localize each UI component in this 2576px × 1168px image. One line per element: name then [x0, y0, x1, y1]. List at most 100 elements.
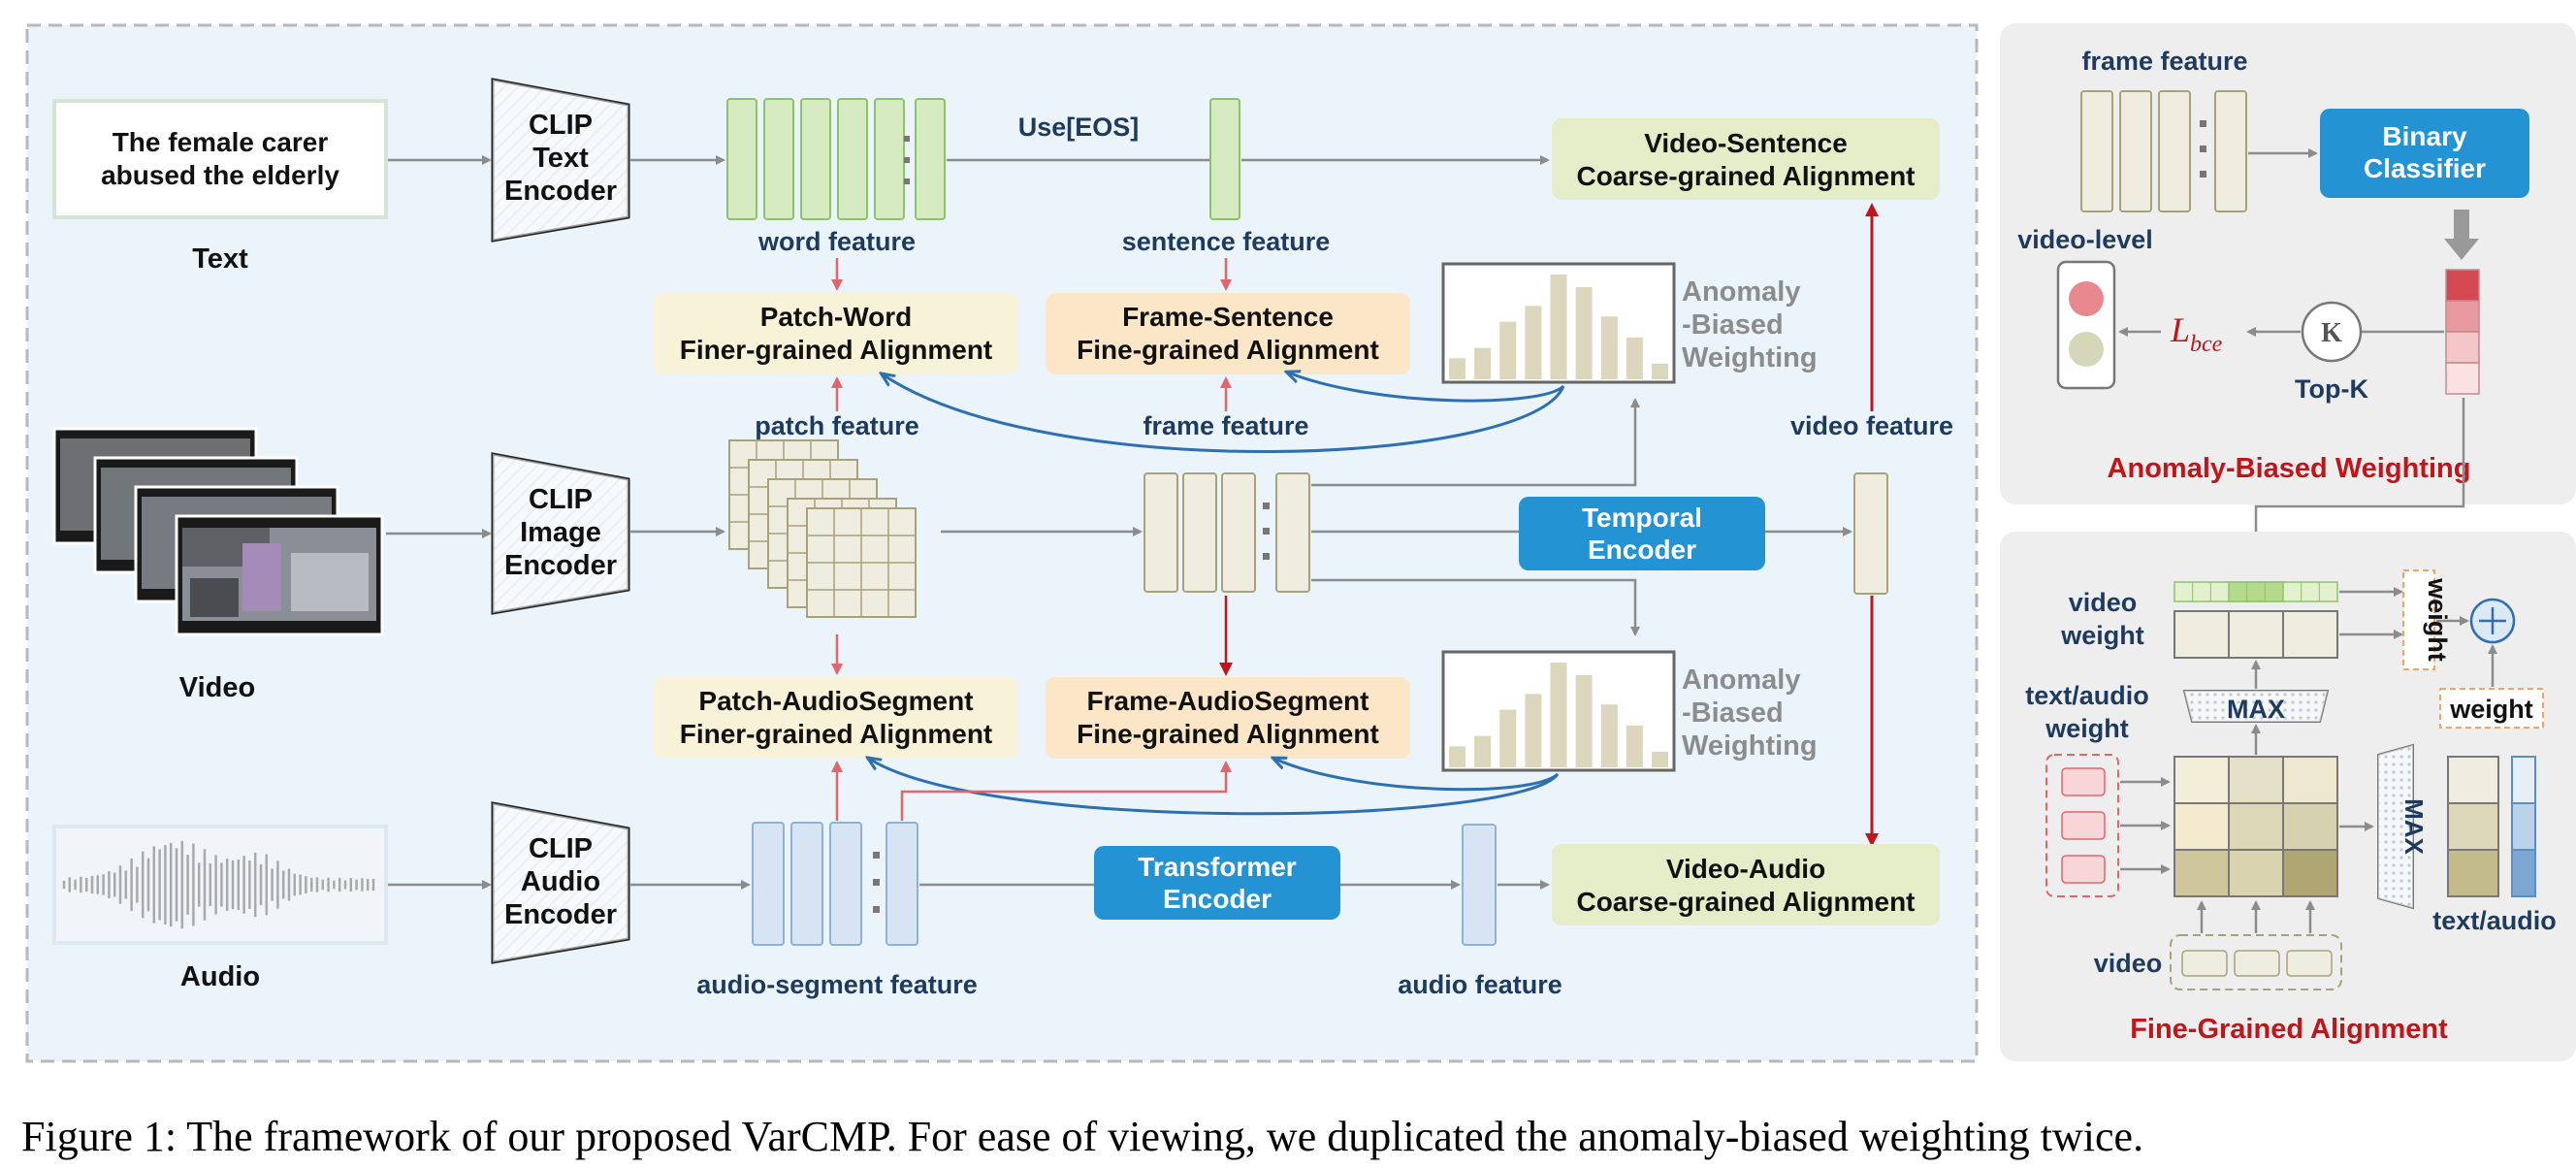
patch-audiosegment-alignment-box — [654, 677, 1018, 759]
pw-align-l2: Finer-grained Alignment — [680, 335, 993, 365]
video-input-group — [2170, 934, 2342, 990]
vs-align-l2: Coarse-grained Alignment — [1576, 161, 1915, 191]
fs-align-l2: Fine-grained Alignment — [1077, 335, 1379, 365]
anomaly-top-l1: Anomaly — [1682, 276, 1800, 308]
anomaly-histogram-bottom — [1441, 650, 1676, 772]
frame-sentence-alignment-box — [1046, 293, 1410, 374]
weight-arrow-top-to-pw — [883, 374, 1565, 454]
fa-align-l1: Frame-AudioSegment — [1087, 686, 1369, 716]
indicator-olive-dot — [2069, 332, 2104, 367]
audio-feature-label: audio feature — [1398, 970, 1562, 999]
anomaly-bottom-l1: Anomaly — [1682, 665, 1800, 696]
anomaly-bottom-l2: -Biased — [1682, 698, 1784, 729]
weight-box — [2439, 688, 2544, 729]
video-label: Video — [179, 672, 255, 703]
video-weight-row — [2174, 610, 2338, 659]
text-audio-token-3 — [2061, 855, 2106, 884]
text-label: Text — [192, 243, 248, 275]
indicator-red-dot — [2069, 281, 2104, 316]
video-token-2 — [2234, 950, 2280, 977]
anomaly-weighting-title: Anomaly-Biased Weighting — [2108, 453, 2471, 484]
temporal-encoder-box — [1519, 497, 1765, 570]
text-audio-token-1 — [2061, 767, 2106, 796]
clip-audio-encoder: CLIP Audio Encoder — [491, 801, 630, 964]
loss-subscript: bce — [2190, 332, 2223, 357]
transformer-encoder-box — [1094, 846, 1340, 920]
audio-segment-feature-label: audio-segment feature — [696, 970, 978, 999]
anomaly-top-l2: -Biased — [1682, 309, 1784, 341]
anomaly-bottom-l3: Weighting — [1682, 730, 1818, 762]
pw-align-l1: Patch-Word — [760, 302, 913, 332]
down-arrow-icon — [2444, 210, 2479, 260]
word-feature-label: word feature — [757, 227, 916, 256]
pa-align-l1: Patch-AudioSegment — [698, 686, 973, 716]
score-column — [2445, 269, 2480, 395]
video-weight-l2: weight — [2060, 621, 2144, 650]
text-input-box — [52, 99, 388, 219]
histogram-bar — [1525, 694, 1542, 767]
audio-segment-feature-bars — [752, 822, 918, 946]
binary-classifier-box — [2320, 109, 2529, 198]
weight-rotated-box — [2402, 569, 2435, 670]
anomaly-histogram-top — [1441, 262, 1676, 384]
topk-label: Top-K — [2295, 374, 2368, 404]
text-audio-output-label: text/audio — [2432, 906, 2557, 935]
clip-audio-l3: Encoder — [504, 899, 617, 930]
max-top-label: MAX — [2227, 695, 2285, 724]
video-sentence-alignment-box — [1552, 118, 1940, 200]
video-frames — [52, 427, 384, 636]
patch-feature-grids — [728, 439, 917, 618]
fs-align-l1: Frame-Sentence — [1122, 302, 1334, 332]
similarity-matrix — [2174, 756, 2338, 897]
frame-feature-bars — [1143, 472, 1310, 593]
pa-align-l2: Finer-grained Alignment — [680, 719, 993, 749]
text-audio-weight-l2: weight — [2045, 714, 2129, 743]
weight-arrow-bottom-to-pa — [869, 759, 1560, 816]
va-align-l1: Video-Audio — [1666, 854, 1825, 884]
text-input-line2: abused the elderly — [101, 160, 339, 190]
histogram-bar — [1550, 275, 1567, 379]
histogram-bar — [1449, 358, 1465, 379]
vs-align-l1: Video-Sentence — [1644, 128, 1848, 158]
fa-align-l2: Fine-grained Alignment — [1077, 719, 1379, 749]
weight-rotated-label: weight — [2423, 577, 2452, 662]
histogram-bar — [1600, 316, 1618, 379]
audio-waveform — [62, 840, 375, 929]
video-weight-l1: video — [2069, 588, 2138, 617]
sentence-feature-label: sentence feature — [1122, 227, 1331, 256]
text-audio-output — [2447, 756, 2536, 897]
transformer-l1: Transformer — [1138, 852, 1296, 882]
text-audio-input-group — [2045, 754, 2119, 897]
arrow-frame-to-hist-top — [1311, 398, 1640, 487]
histogram-bar — [1499, 709, 1517, 767]
anomaly-top-l3: Weighting — [1682, 342, 1818, 373]
topk-k: K — [2321, 318, 2342, 348]
histogram-bar — [1600, 704, 1618, 767]
video-level-label: video-level — [2017, 225, 2153, 254]
binary-classifier-l1: Binary — [2382, 121, 2467, 151]
frame-feature-label: frame feature — [1143, 411, 1308, 440]
histogram-bar — [1474, 347, 1492, 379]
video-audio-alignment-box — [1552, 844, 1940, 925]
rt-frame-feature-label: frame feature — [2081, 47, 2247, 76]
video-token-1 — [2181, 950, 2228, 977]
loss-bce: Lbce — [2170, 310, 2223, 357]
video-weight-strip — [2174, 581, 2338, 602]
frame-audiosegment-alignment-box — [1046, 677, 1410, 759]
video-input-label: video — [2094, 949, 2163, 978]
clip-image-l1: CLIP — [529, 484, 593, 515]
max-side-label: MAX — [2399, 798, 2429, 855]
use-eos-label: Use[EOS] — [1018, 113, 1140, 142]
arrow-audioseg-to-fa — [900, 761, 1232, 821]
weight-label: weight — [2449, 695, 2533, 724]
audio-feature-bar — [1462, 824, 1497, 946]
sentence-feature-bar — [1209, 98, 1240, 220]
weight-arrow-bottom-to-fa — [1274, 759, 1560, 792]
fga-title: Fine-Grained Alignment — [2130, 1014, 2448, 1045]
video-token-3 — [2286, 950, 2333, 977]
patch-word-alignment-box — [654, 293, 1018, 374]
figure-caption: Figure 1: The framework of our proposed … — [21, 1113, 2143, 1160]
histogram-bar — [1626, 337, 1643, 379]
histogram-bar — [1575, 286, 1593, 379]
